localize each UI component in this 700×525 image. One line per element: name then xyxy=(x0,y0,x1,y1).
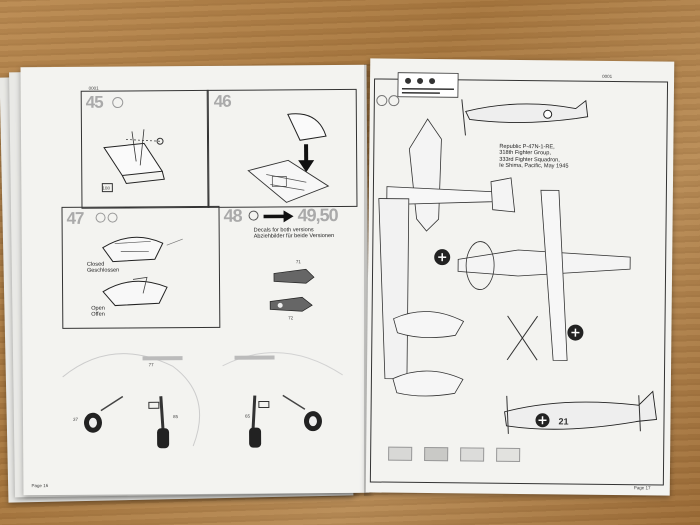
color-swatch-2 xyxy=(424,447,449,462)
left-instruction-page: 0001 45 108 46 47 xyxy=(20,64,370,496)
step-46-panel: 46 xyxy=(206,88,358,208)
landing-gear-drawings xyxy=(62,352,343,449)
step-48-panel: 48 49,50 Decals for both versions Abzieh… xyxy=(221,205,362,326)
aircraft-caption: Republic P-47N-1-RE, 318th Fighter Group… xyxy=(499,143,569,170)
step-48-drawing xyxy=(248,210,315,312)
color-swatch-3 xyxy=(460,447,485,462)
step-45-panel: 45 108 xyxy=(80,89,210,209)
right-decal-page: 0001 Republic P-4 xyxy=(365,58,675,496)
part-number: 85 xyxy=(172,414,178,420)
color-swatch-4 xyxy=(496,447,521,463)
left-page-footer: Page 16 xyxy=(31,483,49,489)
step-47-drawing xyxy=(95,212,183,307)
part-number: 77 xyxy=(148,362,154,368)
step-46-drawing xyxy=(247,113,330,203)
decal-placement-drawings xyxy=(376,72,658,434)
step-47-panel: 47 Closed Geschlossen Open Offen xyxy=(61,205,221,329)
part-number: 37 xyxy=(72,416,79,422)
right-page-footer: Page 17 xyxy=(633,485,651,491)
part-number: 65 xyxy=(244,413,250,419)
step-45-drawing xyxy=(101,97,165,193)
color-swatch-1 xyxy=(388,446,413,461)
aircraft-code: 21 xyxy=(558,416,569,427)
